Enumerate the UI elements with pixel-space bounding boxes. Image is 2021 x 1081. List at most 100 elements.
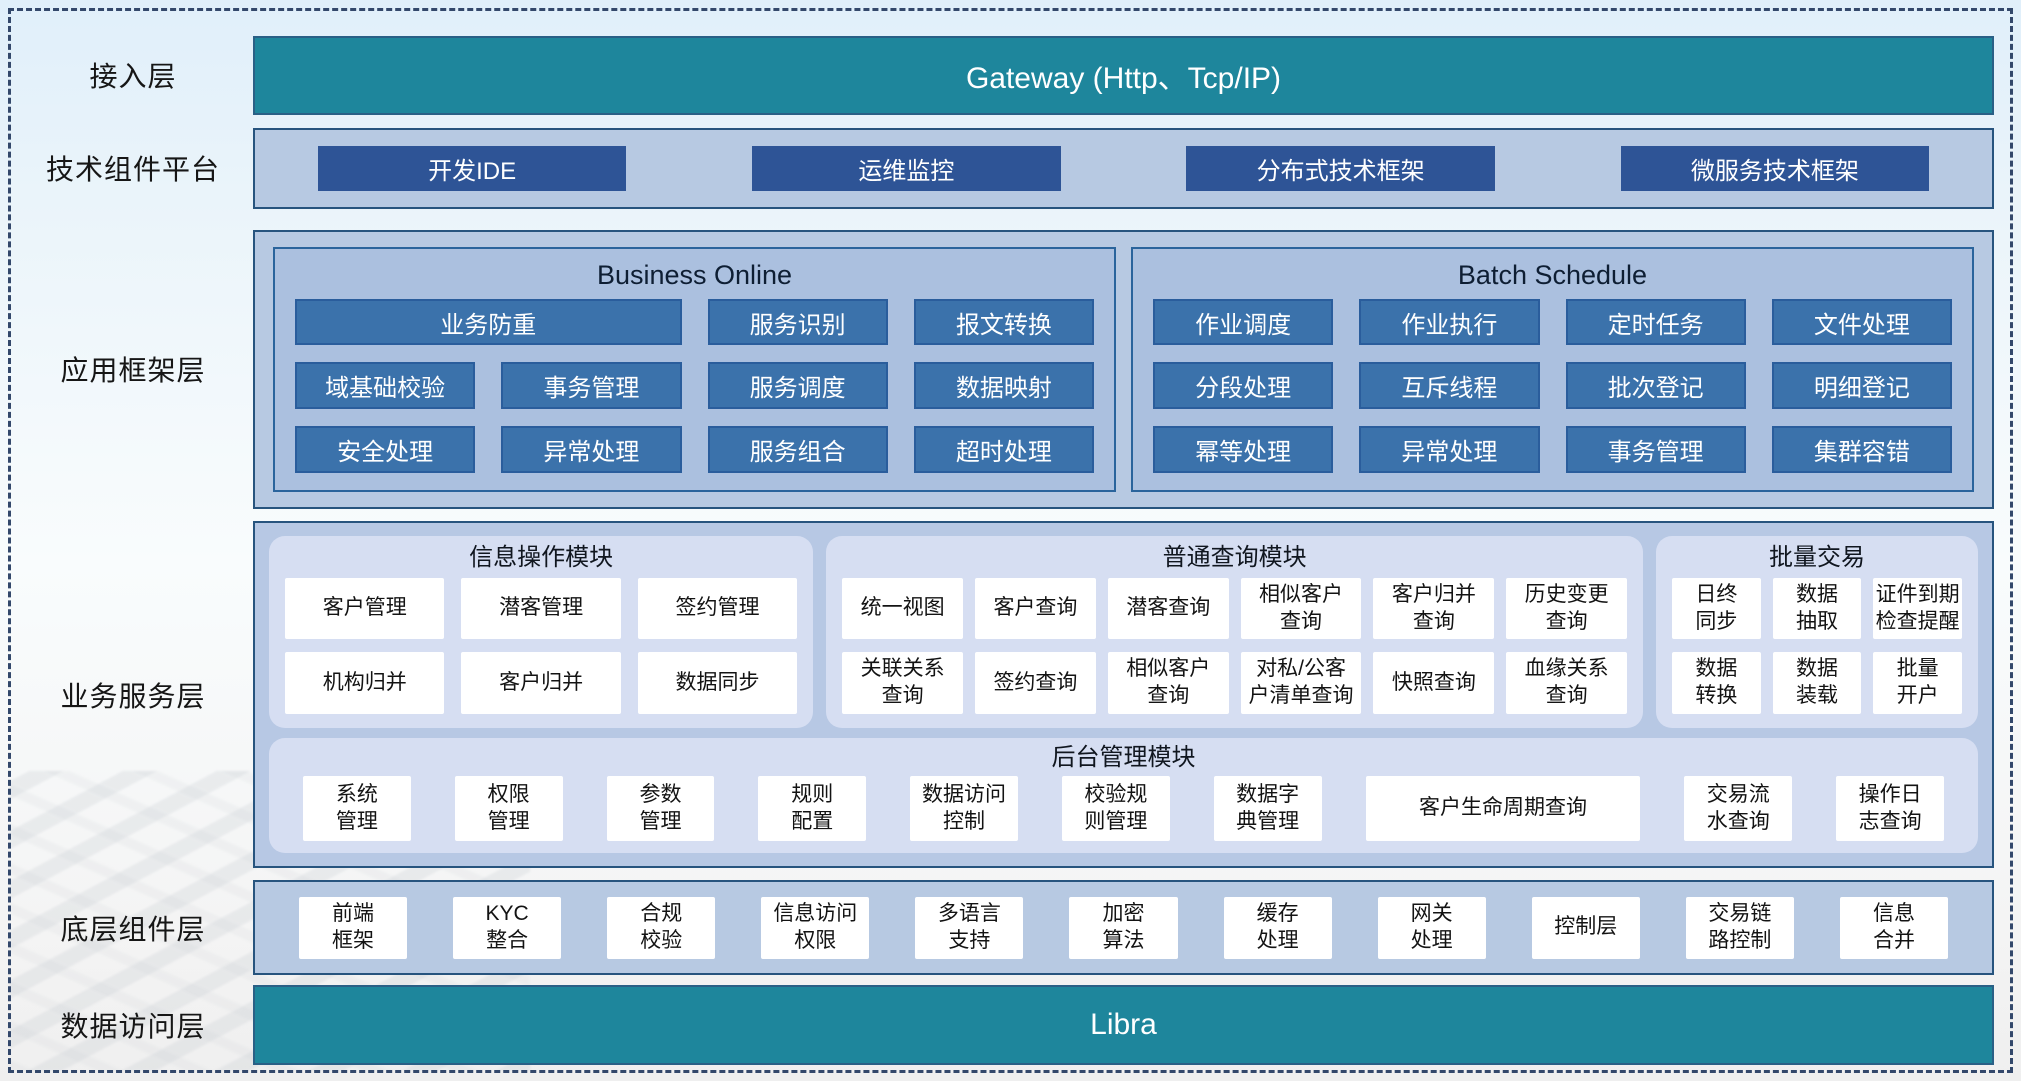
framework-capability-box: 集群容错	[1771, 426, 1952, 474]
gateway-bar: Gateway (Http、Tcp/IP)	[253, 36, 1994, 115]
general-query-grid: 统一视图客户查询潜客查询相似客户 查询客户归并 查询历史变更 查询关联关系 查询…	[842, 578, 1628, 714]
layer-row-tech-platform: 技术组件平台 开发IDE 运维监控 分布式技术框架 微服务技术框架	[13, 127, 1994, 209]
framework-capability-box: 作业调度	[1153, 298, 1334, 346]
framework-capability-box: 事务管理	[1565, 426, 1746, 474]
batch-schedule-grid: 作业调度作业执行定时任务文件处理分段处理互斥线程批次登记明细登记幂等处理异常处理…	[1153, 298, 1952, 474]
layer-label-data-access: 数据访问层	[60, 1011, 206, 1043]
base-component-box: 控制层	[1531, 896, 1640, 959]
service-function-box: 潜客查询	[1107, 578, 1229, 640]
framework-capability-box: 互斥线程	[1359, 362, 1540, 410]
layer-label-access: 接入层	[89, 61, 177, 93]
framework-capability-box: 数据映射	[913, 362, 1094, 410]
service-function-box: 日终 同步	[1672, 578, 1761, 640]
admin-module: 后台管理模块 系统 管理权限 管理参数 管理规则 配置数据访问 控制校验规 则管…	[269, 737, 1978, 854]
framework-capability-box: 异常处理	[501, 426, 682, 474]
batch-transaction-module: 批量交易 日终 同步数据 抽取证件到期 检查提醒数据 转换数据 装载批量 开户	[1656, 536, 1978, 728]
app-framework-panel: Business Online 业务防重服务识别报文转换域基础校验事务管理服务调…	[253, 229, 1994, 510]
service-function-box: 关联关系 查询	[842, 652, 964, 714]
service-function-box: 统一视图	[842, 578, 964, 640]
batch-transaction-grid: 日终 同步数据 抽取证件到期 检查提醒数据 转换数据 装载批量 开户	[1672, 578, 1962, 714]
admin-function-box: 规则 配置	[758, 775, 867, 842]
tech-component-box: 分布式技术框架	[1186, 145, 1495, 191]
service-function-box: 快照查询	[1373, 652, 1495, 714]
admin-function-box: 客户生命周期查询	[1365, 775, 1641, 842]
framework-capability-box: 批次登记	[1565, 362, 1746, 410]
info-operation-grid: 客户管理潜客管理签约管理机构归并客户归并数据同步	[285, 578, 798, 714]
service-function-box: 数据 转换	[1672, 652, 1761, 714]
admin-function-box: 数据访问 控制	[910, 775, 1018, 842]
service-function-box: 客户管理	[285, 578, 445, 640]
admin-function-box: 校验规 则管理	[1061, 775, 1170, 842]
layer-row-app-framework: 应用框架层 Business Online 业务防重服务识别报文转换域基础校验事…	[13, 229, 1994, 510]
service-function-box: 血缘关系 查询	[1506, 652, 1628, 714]
service-function-box: 客户归并	[461, 652, 621, 714]
admin-module-grid: 系统 管理权限 管理参数 管理规则 配置数据访问 控制校验规 则管理数据字 典管…	[297, 775, 1950, 842]
framework-capability-box: 安全处理	[295, 426, 476, 474]
batch-transaction-title: 批量交易	[1769, 544, 1866, 572]
tech-component-box: 开发IDE	[317, 145, 627, 191]
service-function-box: 批量 开户	[1873, 652, 1962, 714]
layer-row-data-access: 数据访问层 Libra	[13, 985, 1994, 1065]
admin-module-title: 后台管理模块	[1051, 743, 1196, 771]
service-function-box: 数据同步	[637, 652, 798, 714]
framework-capability-box: 幂等处理	[1153, 426, 1334, 474]
framework-capability-box: 超时处理	[913, 426, 1094, 474]
framework-capability-box: 服务组合	[707, 426, 888, 474]
framework-capability-box: 事务管理	[501, 362, 682, 410]
service-function-box: 相似客户 查询	[1240, 578, 1362, 640]
service-function-box: 历史变更 查询	[1506, 578, 1628, 640]
base-component-box: 多语言 支持	[915, 896, 1024, 959]
admin-function-box: 操作日 志查询	[1836, 775, 1944, 842]
general-query-title: 普通查询模块	[1162, 544, 1307, 572]
framework-capability-box: 域基础校验	[295, 362, 476, 410]
layer-label-app-framework: 应用框架层	[60, 355, 206, 387]
business-online-grid: 业务防重服务识别报文转换域基础校验事务管理服务调度数据映射安全处理异常处理服务组…	[295, 298, 1094, 474]
batch-schedule-panel: Batch Schedule 作业调度作业执行定时任务文件处理分段处理互斥线程批…	[1131, 246, 1974, 493]
framework-capability-box: 服务调度	[707, 362, 888, 410]
service-function-box: 客户归并 查询	[1373, 578, 1495, 640]
service-function-box: 潜客管理	[461, 578, 621, 640]
service-function-box: 对私/公客 户清单查询	[1240, 652, 1362, 714]
base-component-box: 缓存 处理	[1223, 896, 1332, 959]
business-online-title: Business Online	[596, 259, 793, 290]
tech-component-box: 运维监控	[752, 145, 1061, 191]
framework-capability-box: 分段处理	[1153, 362, 1334, 410]
tech-component-box: 微服务技术框架	[1620, 145, 1930, 191]
service-function-box: 客户查询	[975, 578, 1096, 640]
admin-function-box: 系统 管理	[303, 775, 411, 842]
batch-schedule-title: Batch Schedule	[1457, 259, 1648, 290]
framework-capability-box: 报文转换	[913, 298, 1094, 346]
framework-capability-box: 服务识别	[707, 298, 888, 346]
layer-label-tech-platform: 技术组件平台	[45, 154, 220, 186]
info-operation-title: 信息操作模块	[469, 544, 614, 572]
base-component-box: 信息 合并	[1839, 896, 1948, 959]
framework-capability-box: 作业执行	[1359, 298, 1540, 346]
general-query-module: 普通查询模块 统一视图客户查询潜客查询相似客户 查询客户归并 查询历史变更 查询…	[826, 536, 1644, 728]
framework-capability-box: 文件处理	[1771, 298, 1952, 346]
base-component-box: KYC 整合	[453, 896, 562, 959]
layer-row-access: 接入层 Gateway (Http、Tcp/IP)	[13, 36, 1994, 115]
framework-capability-box: 明细登记	[1771, 362, 1952, 410]
libra-bar: Libra	[253, 985, 1994, 1065]
base-component-box: 信息访问 权限	[761, 896, 870, 959]
layer-row-business-service: 业务服务层 信息操作模块 客户管理潜客管理签约管理机构归并客户归并数据同步 普通…	[13, 521, 1994, 869]
service-function-box: 数据 装载	[1772, 652, 1862, 714]
service-function-box: 机构归并	[285, 652, 445, 714]
admin-function-box: 交易流 水查询	[1684, 775, 1793, 842]
framework-capability-box: 业务防重	[295, 298, 682, 346]
base-component-box: 网关 处理	[1377, 896, 1486, 959]
service-modules-row: 信息操作模块 客户管理潜客管理签约管理机构归并客户归并数据同步 普通查询模块 统…	[269, 536, 1978, 728]
business-service-panel: 信息操作模块 客户管理潜客管理签约管理机构归并客户归并数据同步 普通查询模块 统…	[253, 521, 1994, 869]
business-online-panel: Business Online 业务防重服务识别报文转换域基础校验事务管理服务调…	[273, 246, 1116, 493]
service-function-box: 签约查询	[975, 652, 1096, 714]
base-component-box: 交易链 路控制	[1685, 896, 1794, 959]
admin-function-box: 权限 管理	[454, 775, 563, 842]
admin-function-box: 数据字 典管理	[1213, 775, 1322, 842]
admin-function-box: 参数 管理	[606, 775, 715, 842]
layer-label-business-service: 业务服务层	[60, 680, 206, 712]
info-operation-module: 信息操作模块 客户管理潜客管理签约管理机构归并客户归并数据同步	[269, 536, 814, 728]
service-function-box: 证件到期 检查提醒	[1873, 578, 1962, 640]
